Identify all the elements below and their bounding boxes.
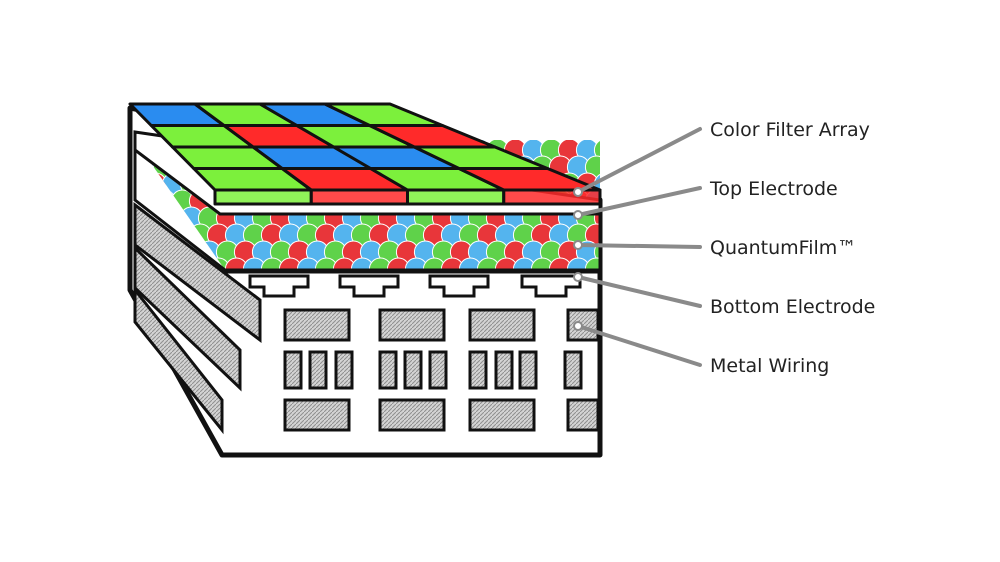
leader-dot <box>573 321 583 331</box>
leader-dot <box>573 210 583 220</box>
wiring-via <box>563 350 583 390</box>
label-top-electrode: Top Electrode <box>710 178 838 200</box>
filter-front-face <box>502 188 602 206</box>
wiring-via <box>283 350 303 390</box>
leader-dot <box>573 240 583 250</box>
color-filter-array <box>128 102 602 206</box>
leader-dot <box>573 187 583 197</box>
filter-front-face <box>406 188 506 206</box>
wiring-via <box>334 350 354 390</box>
leader-line <box>576 243 702 249</box>
label-color-filter-array: Color Filter Array <box>710 119 870 141</box>
label-metal-wiring: Metal Wiring <box>710 355 830 377</box>
wiring-block <box>468 308 536 342</box>
wiring-via <box>428 350 448 390</box>
wiring-via <box>378 350 398 390</box>
leader-line <box>576 275 702 308</box>
wiring-block <box>566 398 600 432</box>
filter-front-face <box>309 188 409 206</box>
filter-front-face <box>213 188 313 206</box>
wiring-block <box>283 308 351 342</box>
leader-lines <box>573 127 702 367</box>
leader-line <box>576 186 702 217</box>
leader-line <box>576 324 702 367</box>
wiring-block <box>566 308 600 342</box>
wiring-via <box>308 350 328 390</box>
wiring-block <box>468 398 536 432</box>
wiring-block <box>378 398 446 432</box>
quantum-dot <box>593 140 600 162</box>
bottom-electrode-contact <box>338 274 400 298</box>
bottom-electrode-contact <box>248 274 310 298</box>
wiring-block <box>283 398 351 432</box>
bottom-electrode-contact <box>428 274 490 298</box>
side-wiring-layers <box>133 201 262 435</box>
wiring-via <box>468 350 488 390</box>
label-bottom-electrode: Bottom Electrode <box>710 296 876 318</box>
wiring-via <box>518 350 538 390</box>
label-quantumfilm: QuantumFilm™ <box>710 237 857 259</box>
wiring-via <box>403 350 423 390</box>
wiring-via <box>494 350 514 390</box>
leader-dot <box>573 272 583 282</box>
leader-line <box>576 127 702 194</box>
wiring-block <box>378 308 446 342</box>
front-metal-wiring <box>283 308 600 432</box>
